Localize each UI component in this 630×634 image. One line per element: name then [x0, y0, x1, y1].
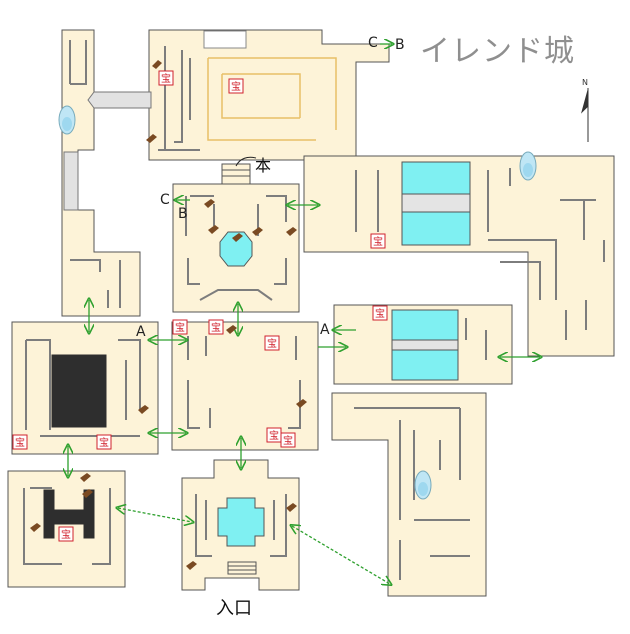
warp-crystal-icon [414, 470, 432, 500]
svg-text:宝: 宝 [99, 436, 109, 449]
treasure-icon: 宝 [372, 305, 388, 321]
room-southeast-wing [331, 392, 487, 597]
dotted-link-arrow [292, 526, 390, 584]
monster-icon [204, 199, 215, 208]
link-label-b: B [395, 37, 405, 53]
monster-icon [232, 233, 243, 242]
svg-text:宝: 宝 [267, 337, 277, 350]
link-label-b: B [178, 206, 188, 222]
h-structure [43, 489, 95, 539]
dotted-link-arrow [118, 508, 192, 522]
pool-a-bridge [391, 339, 459, 351]
stairs-icon [221, 163, 251, 185]
pool-east-lower [401, 211, 471, 246]
octagon-pool [219, 231, 253, 267]
svg-text:宝: 宝 [283, 434, 293, 447]
treasure-icon: 宝 [228, 78, 244, 94]
bridge-west-upper [87, 91, 152, 109]
book-label: 本 [255, 156, 272, 175]
north-label: N [582, 78, 588, 87]
pool-east-upper [401, 161, 471, 195]
two-way-arrows [68, 44, 540, 476]
stairs-icon [227, 561, 257, 575]
svg-text:宝: 宝 [269, 429, 279, 442]
svg-text:宝: 宝 [61, 528, 71, 541]
treasure-icon: 宝 [58, 526, 74, 542]
treasure-icon: 宝 [264, 335, 280, 351]
stairs [221, 163, 257, 575]
pool-a-lower [391, 349, 459, 381]
monster-icon [80, 473, 91, 482]
svg-text:宝: 宝 [211, 321, 221, 334]
svg-text:宝: 宝 [15, 436, 25, 449]
monster-icon [152, 58, 162, 69]
monster-icon [138, 405, 149, 414]
monster-icon [286, 227, 297, 236]
pool-a-upper [391, 309, 459, 341]
link-label-a: A [136, 324, 146, 340]
monster-icon [226, 325, 237, 334]
book-pointer [235, 156, 257, 167]
warp-crystal-icon [58, 105, 76, 135]
treasure-icon: 宝 [266, 427, 282, 443]
svg-text:宝: 宝 [375, 307, 385, 320]
entrance-label: 入口 [216, 598, 252, 619]
monster-icon [82, 489, 93, 498]
map-title: イレンド城 [420, 34, 575, 69]
monster-markers [30, 58, 307, 570]
treasure-icon: 宝 [370, 233, 386, 249]
monster-icon [296, 399, 307, 408]
pool-east-bridge [401, 193, 471, 213]
treasure-icon: 宝 [172, 319, 188, 335]
north-hall-tracks [207, 57, 337, 141]
treasure-icon: 宝 [158, 70, 174, 86]
corridor-bridges [63, 91, 152, 211]
link-label-c: C [160, 192, 170, 208]
treasure-markers: 宝宝宝宝宝宝宝宝宝宝宝宝 [12, 70, 388, 542]
entrance-cross-pool [217, 497, 265, 547]
treasure-icon: 宝 [12, 434, 28, 450]
monster-icon [186, 561, 197, 570]
warp-crystals [58, 105, 537, 500]
room-floors [7, 29, 615, 597]
dotted-links [118, 508, 390, 584]
monster-icon [208, 225, 219, 234]
monster-icon [146, 134, 157, 143]
link-label-a: A [320, 322, 330, 338]
room-north-hall [148, 29, 390, 161]
bridge-west-lower [63, 151, 79, 211]
inner-walls [23, 40, 605, 580]
treasure-icon: 宝 [208, 319, 224, 335]
svg-text:宝: 宝 [373, 235, 383, 248]
monster-icon [30, 523, 41, 532]
svg-text:宝: 宝 [175, 321, 185, 334]
monster-icon [252, 227, 263, 236]
monster-icon [286, 503, 297, 512]
water-features [43, 161, 471, 547]
treasure-icon: 宝 [96, 434, 112, 450]
pit-block [51, 354, 107, 428]
svg-text:宝: 宝 [231, 80, 241, 93]
link-label-c: C [368, 35, 378, 51]
north-arrow-icon [581, 88, 589, 142]
treasure-icon: 宝 [280, 432, 296, 448]
svg-text:宝: 宝 [161, 72, 171, 85]
north-hall-opening [203, 30, 247, 49]
warp-crystal-icon [519, 151, 537, 181]
